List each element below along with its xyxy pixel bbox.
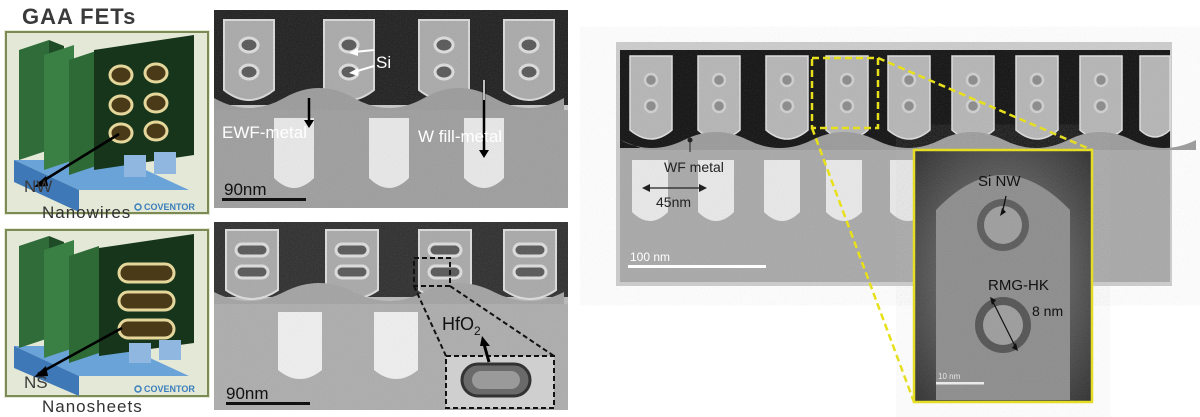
scale-100nm-label: 100 nm — [630, 250, 670, 264]
nanowire-device-illustration: COVENTOR — [4, 30, 210, 215]
nanosheet-ovals — [117, 262, 176, 340]
ewf-metal-label: EWF-metal — [222, 123, 307, 142]
right-tem-panel: WF metal 45nm 100 nm Si NW RMG-HK 8 nm 1… — [616, 42, 1196, 404]
rmg-hk-label: RMG-HK — [988, 277, 1049, 294]
nw-label: NW — [24, 177, 53, 196]
si-label: Si — [376, 53, 391, 72]
scale-10nm-label: 10 nm — [938, 372, 961, 381]
nanowire-ovals — [108, 62, 169, 144]
si-nw-label: Si NW — [978, 173, 1021, 190]
pitch-45nm-label: 45nm — [656, 194, 691, 210]
diameter-8nm-label: 8 nm — [1032, 303, 1063, 319]
coventor-watermark-2: COVENTOR — [144, 384, 195, 394]
nanosheet-tem-image: HfO2 90nm — [214, 222, 568, 410]
wf-metal-label: WF metal — [664, 159, 724, 175]
ns-label: NS — [24, 373, 48, 392]
inset-micrograph — [912, 148, 1094, 404]
scale-90nm-top: 90nm — [224, 180, 267, 199]
nanowires-caption: Nanowires — [42, 203, 132, 222]
w-fill-metal-label: W fill-metal — [418, 127, 502, 146]
coventor-watermark: COVENTOR — [144, 202, 195, 212]
scale-90nm-bottom: 90nm — [226, 384, 269, 403]
gaa-title: GAA FETs — [22, 4, 137, 29]
nanosheets-caption: Nanosheets — [42, 397, 143, 416]
nanosheet-device-illustration: COVENTOR — [4, 228, 210, 398]
hfo2-label: HfO2 — [442, 314, 481, 338]
nanowire-tem-image: Si EWF-metal W fill-metal 90nm — [214, 10, 568, 208]
